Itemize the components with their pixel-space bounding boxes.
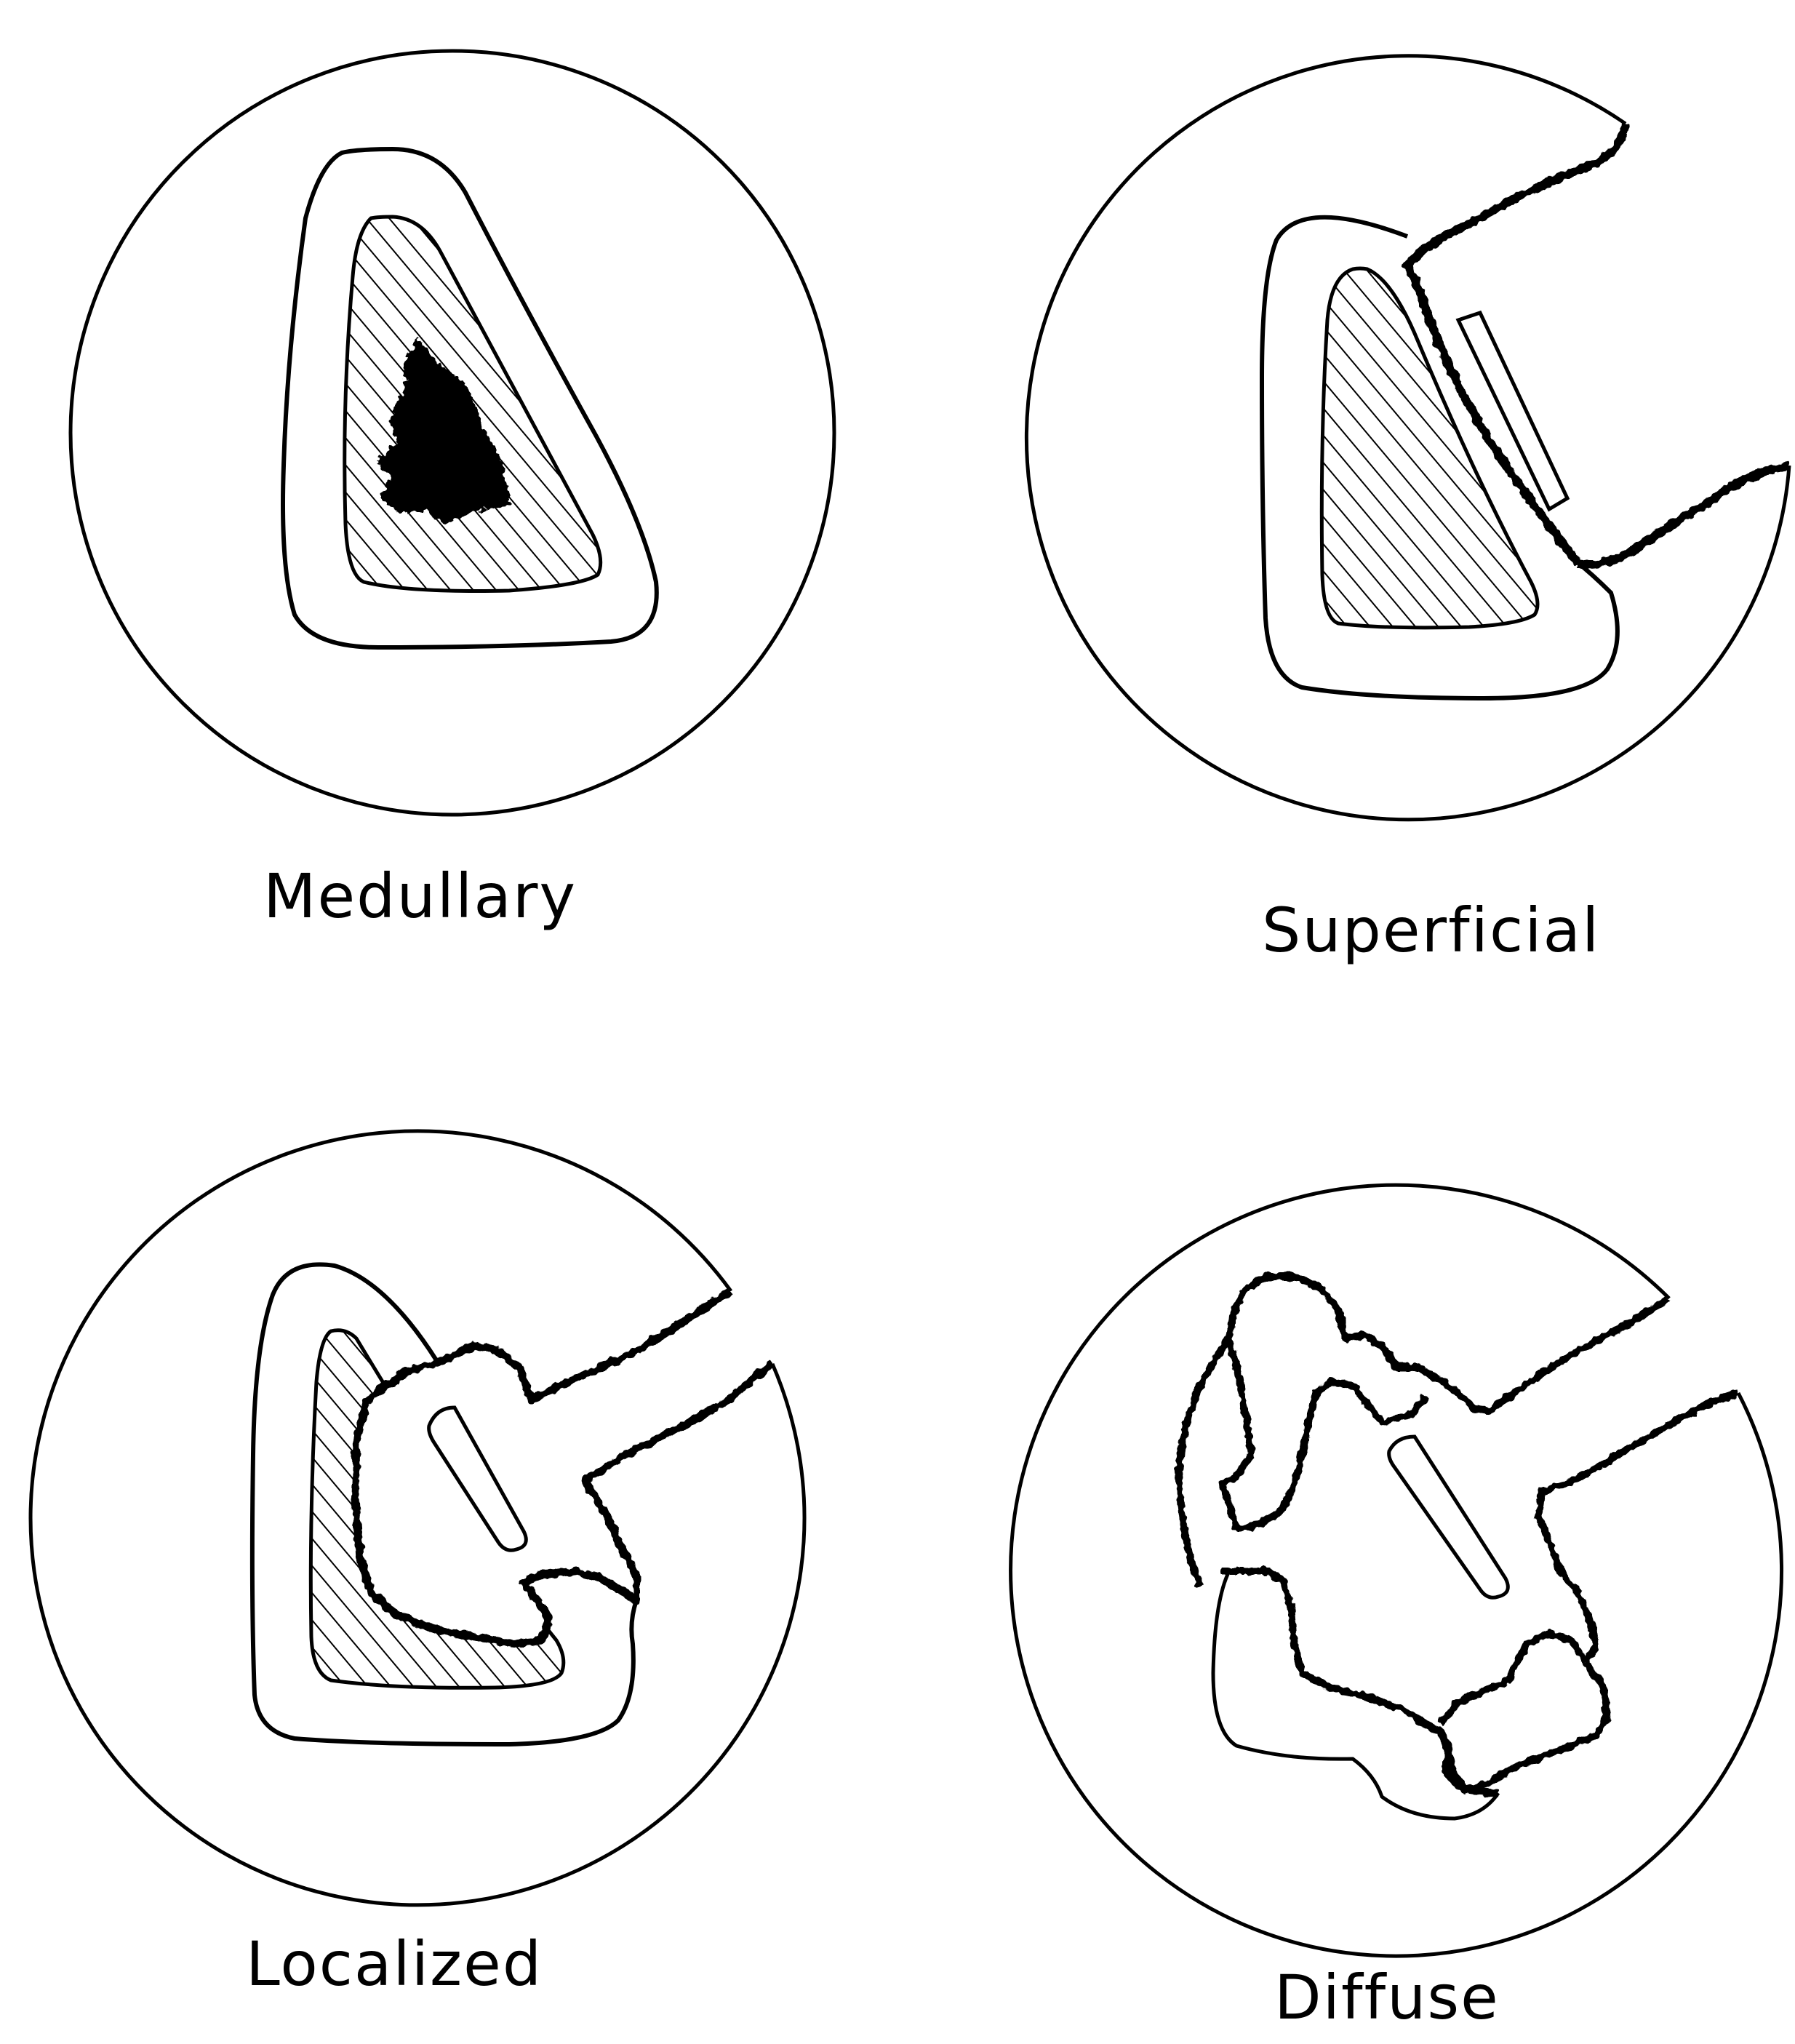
label-medullary: Medullary	[263, 866, 577, 927]
panel-medullary	[71, 51, 834, 815]
label-superficial: Superficial	[1262, 900, 1600, 961]
abscess-cavity	[355, 1291, 772, 1644]
panel-superficial	[1026, 56, 1789, 820]
label-localized: Localized	[246, 1933, 543, 1995]
panel-diffuse	[1011, 1185, 1782, 1956]
panel-localized	[31, 1131, 804, 1905]
label-diffuse: Diffuse	[1274, 1967, 1500, 2028]
sequestrum	[1389, 1437, 1508, 1597]
